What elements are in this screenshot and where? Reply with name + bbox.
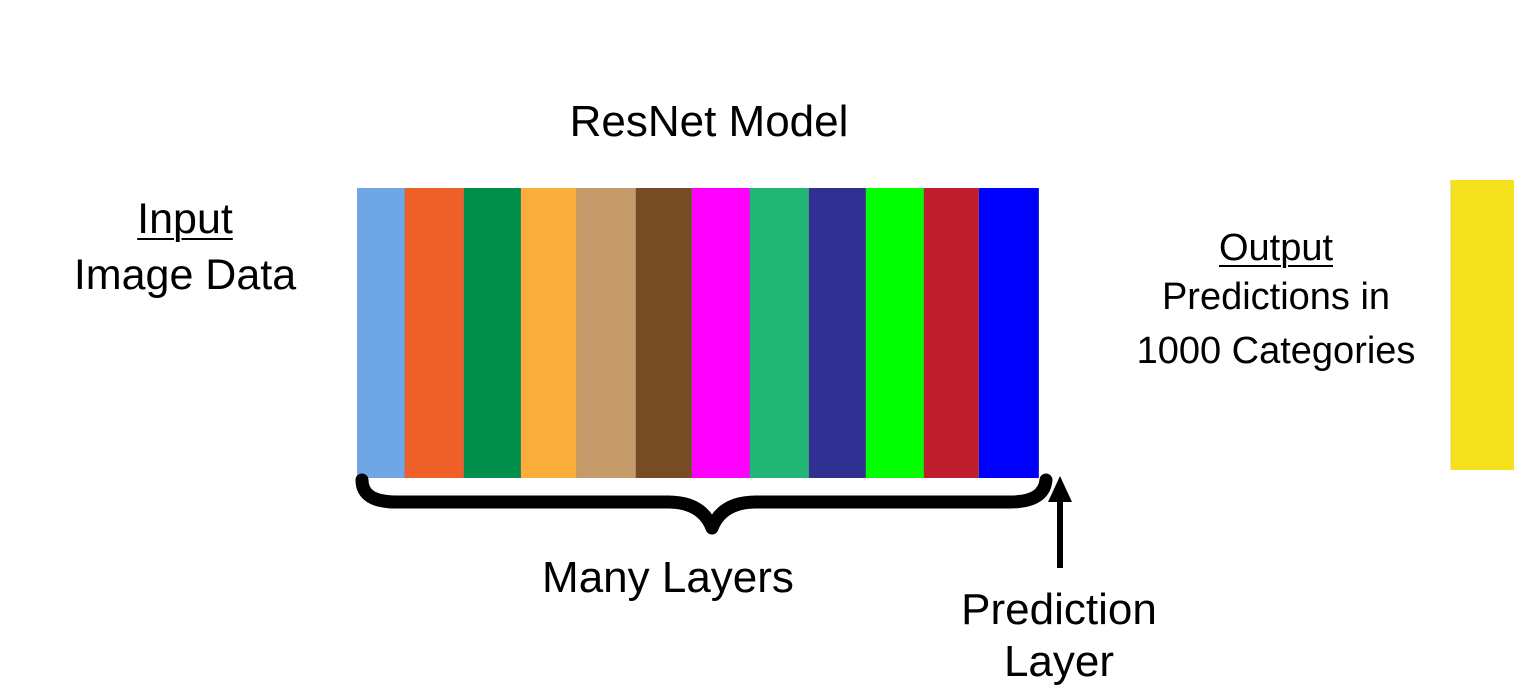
layer-block-12 xyxy=(979,188,1039,478)
resnet-layer-stack xyxy=(357,188,1039,478)
input-label: Input Image Data xyxy=(40,193,330,305)
output-line-2: 1000 Categories xyxy=(1136,330,1416,372)
output-line-1: Predictions in xyxy=(1161,276,1391,318)
diagram-title: ResNet Model xyxy=(569,97,849,146)
layer-block-11 xyxy=(924,188,979,478)
layer-block-4 xyxy=(521,188,577,478)
prediction-layer-line-2: Layer xyxy=(1003,637,1115,686)
layer-block-5 xyxy=(577,188,636,478)
prediction-layer-line-1: Prediction xyxy=(961,585,1157,634)
layer-block-8 xyxy=(750,188,809,478)
layer-block-1 xyxy=(357,188,405,478)
prediction-layer-arrowhead xyxy=(1048,476,1072,502)
layer-block-3 xyxy=(464,188,521,478)
many-layers-brace xyxy=(355,473,1053,535)
many-layers-label: Many Layers xyxy=(542,553,794,602)
output-label: Output Predictions in 1000 Categories xyxy=(1100,226,1452,378)
layer-block-9 xyxy=(809,188,866,478)
layer-block-2 xyxy=(405,188,464,478)
input-subtitle: Image Data xyxy=(73,251,297,299)
layer-block-10 xyxy=(866,188,924,478)
input-heading: Input xyxy=(137,195,233,243)
output-heading: Output xyxy=(1218,227,1334,269)
layer-block-7 xyxy=(692,188,750,478)
output-predictions-bar xyxy=(1450,180,1514,470)
prediction-layer-label: Prediction Layer xyxy=(900,584,1218,688)
layer-block-6 xyxy=(636,188,692,478)
